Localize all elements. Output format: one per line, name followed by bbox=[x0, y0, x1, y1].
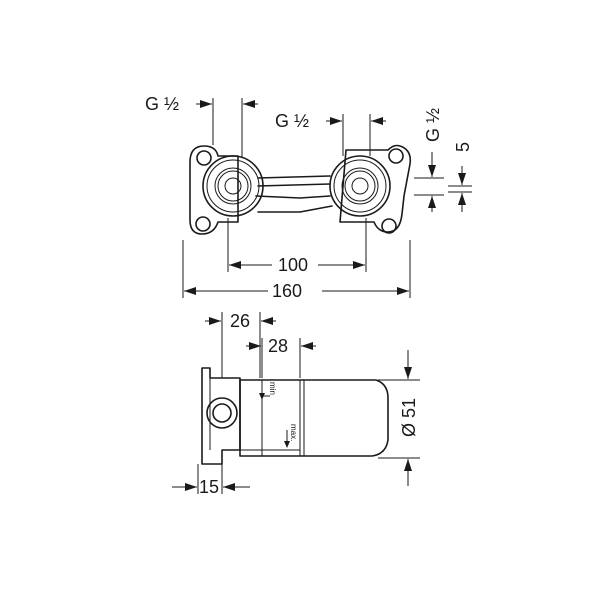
left-outlet-inner bbox=[206, 159, 260, 213]
label-26: 26 bbox=[230, 311, 250, 331]
dimension-g-left: G ½ bbox=[145, 94, 258, 158]
label-min: min bbox=[268, 382, 277, 395]
side-connector-outer bbox=[206, 397, 238, 429]
dimension-28: 28 bbox=[246, 336, 316, 378]
side-valve-body bbox=[239, 379, 389, 457]
dimension-51: Ø 51 bbox=[378, 350, 420, 486]
label-g-right: G ½ bbox=[423, 108, 443, 142]
dimension-15: 15 bbox=[172, 464, 250, 497]
right-top-screw-hole bbox=[388, 148, 404, 164]
left-top-screw-hole bbox=[196, 150, 212, 166]
connecting-pipe bbox=[255, 175, 333, 213]
right-bottom-screw-hole bbox=[381, 218, 397, 234]
right-mounting-plate bbox=[339, 144, 412, 233]
label-g-left: G ½ bbox=[145, 94, 179, 114]
dimension-g-middle: G ½ bbox=[275, 111, 386, 156]
label-5: 5 bbox=[453, 142, 473, 152]
left-bottom-screw-hole bbox=[195, 216, 211, 232]
right-outlet-ring bbox=[329, 155, 391, 217]
label-100: 100 bbox=[278, 255, 308, 275]
label-51: Ø 51 bbox=[399, 398, 419, 437]
dimension-26: 26 bbox=[205, 311, 276, 378]
label-160: 160 bbox=[272, 281, 302, 301]
dimension-5: 5 bbox=[448, 142, 473, 212]
top-view bbox=[189, 144, 412, 235]
dimension-160: 160 bbox=[182, 240, 411, 301]
right-outlet-inner bbox=[333, 159, 387, 213]
label-28: 28 bbox=[268, 336, 288, 356]
left-mounting-plate bbox=[189, 145, 239, 235]
label-max: max. bbox=[289, 424, 298, 441]
dimension-g-right: G ½ bbox=[414, 108, 444, 212]
label-g-middle: G ½ bbox=[275, 111, 309, 131]
left-outlet-ring bbox=[202, 155, 264, 217]
dimension-100: 100 bbox=[227, 218, 367, 275]
label-15: 15 bbox=[199, 477, 219, 497]
side-connector-inner bbox=[212, 403, 232, 423]
side-view: min max. bbox=[201, 367, 389, 465]
